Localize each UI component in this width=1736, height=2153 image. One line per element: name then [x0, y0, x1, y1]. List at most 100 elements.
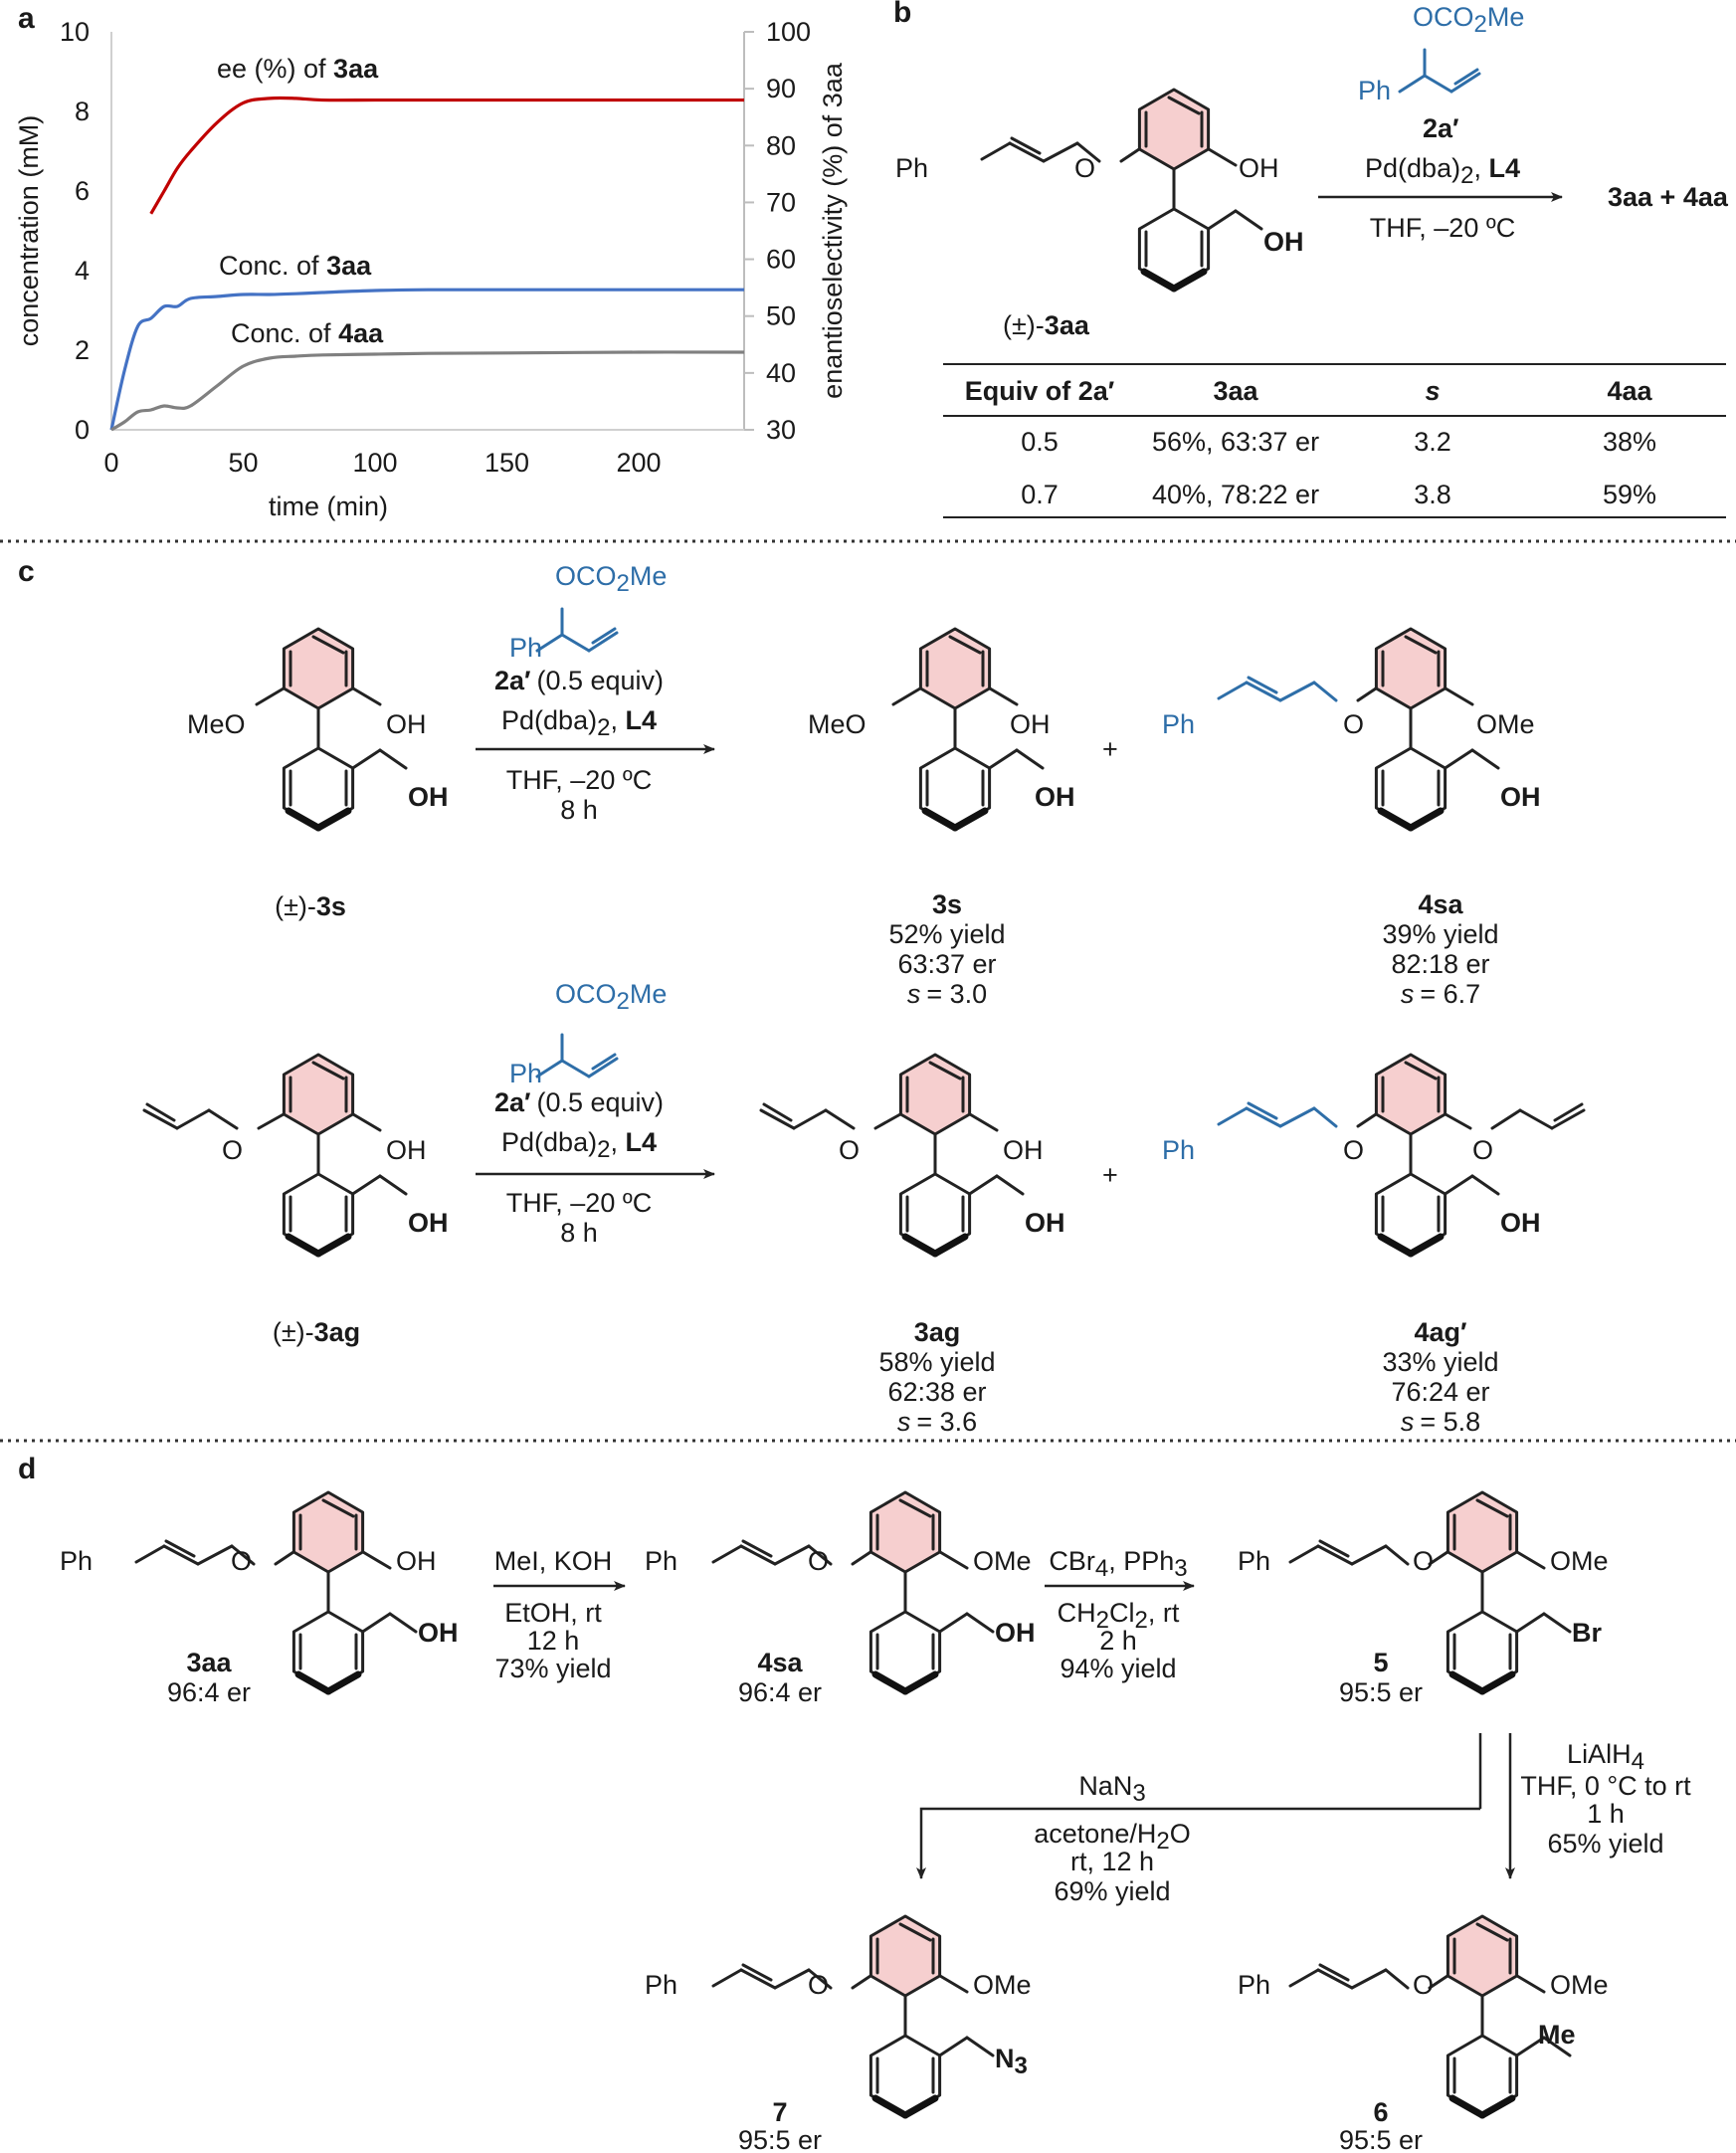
d3-o: O — [1413, 1546, 1434, 1576]
c1-condition-3: 8 h — [560, 795, 598, 825]
d-compound-3aa: Ph O OH OH 3aa 96:4 er — [60, 1492, 459, 1707]
annotation-conc-4aa-bold: 4aa — [338, 318, 384, 348]
table-header-4aa: 4aa — [1607, 376, 1652, 406]
panel-b-table: Equiv of 2a′ 3aa s 4aa 0.5 56%, 63:37 er… — [943, 363, 1726, 518]
d-step1-conditions: MeI, KOH EtOH, rt 12 h 73% yield — [493, 1546, 626, 1683]
d4-label: 7 — [772, 2097, 787, 2127]
table-cell: 3.8 — [1414, 480, 1451, 509]
c2-p2-s-val: = 5.8 — [1420, 1407, 1480, 1437]
d-step3-l1b: 4 — [1632, 1748, 1644, 1775]
d5-o: O — [1413, 1970, 1434, 2000]
c2-p1-s-val: = 3.6 — [916, 1407, 977, 1437]
c1-p1-yield: 52% yield — [888, 919, 1005, 949]
c1-p1-s-val: = 3.0 — [926, 979, 987, 1009]
d-step2-line3: 2 h — [1099, 1626, 1137, 1656]
d-step2-l1a: CBr — [1049, 1546, 1095, 1576]
x-axis-title: time (min) — [269, 491, 388, 521]
y-axis-title: concentration (mM) — [14, 115, 44, 347]
c2-condition-2: THF, –20 ºC — [506, 1188, 652, 1218]
d4-ph: Ph — [645, 1970, 677, 2000]
table-cell: 0.5 — [1021, 427, 1059, 457]
c2-p2-ph: Ph — [1162, 1135, 1195, 1165]
c1-reagent-equiv: (0.5 equiv) — [536, 666, 664, 695]
b-reagent-label: 2a′ — [1423, 113, 1459, 143]
c1-reagent-sub: 2 — [617, 570, 630, 597]
table-cell: 40%, 78:22 er — [1152, 480, 1319, 509]
c1-p1-er: 63:37 er — [897, 949, 996, 979]
d4-nsub: 3 — [1015, 2053, 1028, 2079]
y2-tick-label: 50 — [766, 301, 796, 331]
series-line-0 — [149, 96, 744, 215]
panel-label-c: c — [18, 555, 35, 588]
d3-label: 5 — [1373, 1648, 1388, 1677]
c1-p1-boh: OH — [1035, 782, 1075, 812]
x-tick-label: 0 — [103, 448, 118, 478]
d-step3-line4: 65% yield — [1547, 1829, 1663, 1859]
d-step2-l2a: CH — [1058, 1598, 1096, 1628]
y-tick-label: 2 — [75, 335, 90, 365]
d-step1-line2: EtOH, rt — [504, 1598, 602, 1628]
d-step2-l2b: 2 — [1096, 1607, 1109, 1634]
b-condition-2: THF, –20 ºC — [1370, 213, 1515, 243]
b-substrate-oh: OH — [1239, 153, 1279, 183]
d-step1-line4: 73% yield — [494, 1654, 611, 1683]
x-tick-label: 200 — [616, 448, 661, 478]
c1-p2-label: 4sa — [1418, 889, 1463, 919]
c1-cond1-sep: , — [610, 705, 625, 735]
annotation-ee-bold: 3aa — [333, 54, 379, 84]
d5-ph: Ph — [1238, 1970, 1270, 2000]
b-substrate-ph: Ph — [895, 153, 928, 183]
c2-p1-oh: OH — [1003, 1135, 1044, 1165]
c1-sub-oh: OH — [386, 709, 427, 739]
c1-reagent-me: Me — [630, 561, 668, 591]
c1-sub-boh: OH — [408, 782, 449, 812]
c1-p1-s: s= 3.0 — [907, 979, 987, 1009]
c2-p2-s-var: s — [1401, 1407, 1415, 1437]
annotation-ee-prefix: ee (%) of — [217, 54, 333, 84]
c1-p1-label: 3s — [932, 889, 962, 919]
y2-tick-label: 30 — [766, 415, 796, 445]
c2-cond1-sub: 2 — [597, 1136, 610, 1163]
d-step4-l2b: 2 — [1156, 1828, 1169, 1855]
c1-reagent-label: 2a′(0.5 equiv) — [494, 666, 664, 695]
c2-cond1-bold: L4 — [625, 1127, 657, 1157]
d2-label: 4sa — [757, 1648, 803, 1677]
b-reagent-sub: 2 — [1474, 11, 1487, 38]
y2-tick-label: 100 — [766, 17, 811, 47]
c1-p2-ome: OMe — [1476, 709, 1535, 739]
table-header-s: s — [1425, 376, 1440, 406]
d2-o: O — [808, 1546, 829, 1576]
c2-sub-label: (±)-3ag — [273, 1317, 360, 1347]
c2-p2-o2: O — [1472, 1135, 1493, 1165]
c-row2-product-4ag: Ph O O OH 4ag′ 33% yield 76:24 er s= 5.8 — [1162, 1055, 1586, 1437]
c2-cond1-pre: Pd(dba) — [501, 1127, 597, 1157]
d-step4-l2c: O — [1170, 1819, 1191, 1849]
y2-tick-label: 90 — [766, 74, 796, 103]
c2-reagent-sub: 2 — [617, 988, 630, 1015]
d-step4-arrow — [916, 1807, 1480, 1879]
table-cell: 0.7 — [1021, 480, 1059, 509]
c1-p1-oh: OH — [1010, 709, 1051, 739]
d5-me: Me — [1538, 2020, 1576, 2050]
d-compound-4sa: Ph O OMe OH 4sa 96:4 er — [645, 1492, 1036, 1707]
c1-p1-meo: MeO — [808, 709, 867, 739]
d1-label: 3aa — [186, 1648, 232, 1677]
annotation-conc-3aa-prefix: Conc. of — [219, 251, 326, 281]
c2-reagent-label: 2a′(0.5 equiv) — [494, 1087, 664, 1117]
d-step4-conditions: NaN3 acetone/H2O rt, 12 h 69% yield — [1034, 1771, 1190, 1906]
panel-label-d: d — [18, 1453, 36, 1485]
y2-tick-label: 40 — [766, 358, 796, 388]
panel-label-b: b — [893, 0, 911, 29]
y-tick-label: 6 — [75, 176, 90, 206]
c2-p1-boh: OH — [1025, 1208, 1065, 1238]
d-compound-5: Ph O OMe Br 5 95:5 er — [1238, 1492, 1609, 1707]
c2-reagent-id: 2a′ — [494, 1087, 531, 1117]
b-reagent-me: Me — [1487, 2, 1525, 32]
d-step2-line4: 94% yield — [1060, 1654, 1176, 1683]
d-step4-l2a: acetone/H — [1034, 1819, 1156, 1849]
c2-cond1-sep: , — [610, 1127, 625, 1157]
b-cond1-sub: 2 — [1460, 162, 1473, 189]
c2-p1-label: 3ag — [914, 1317, 961, 1347]
